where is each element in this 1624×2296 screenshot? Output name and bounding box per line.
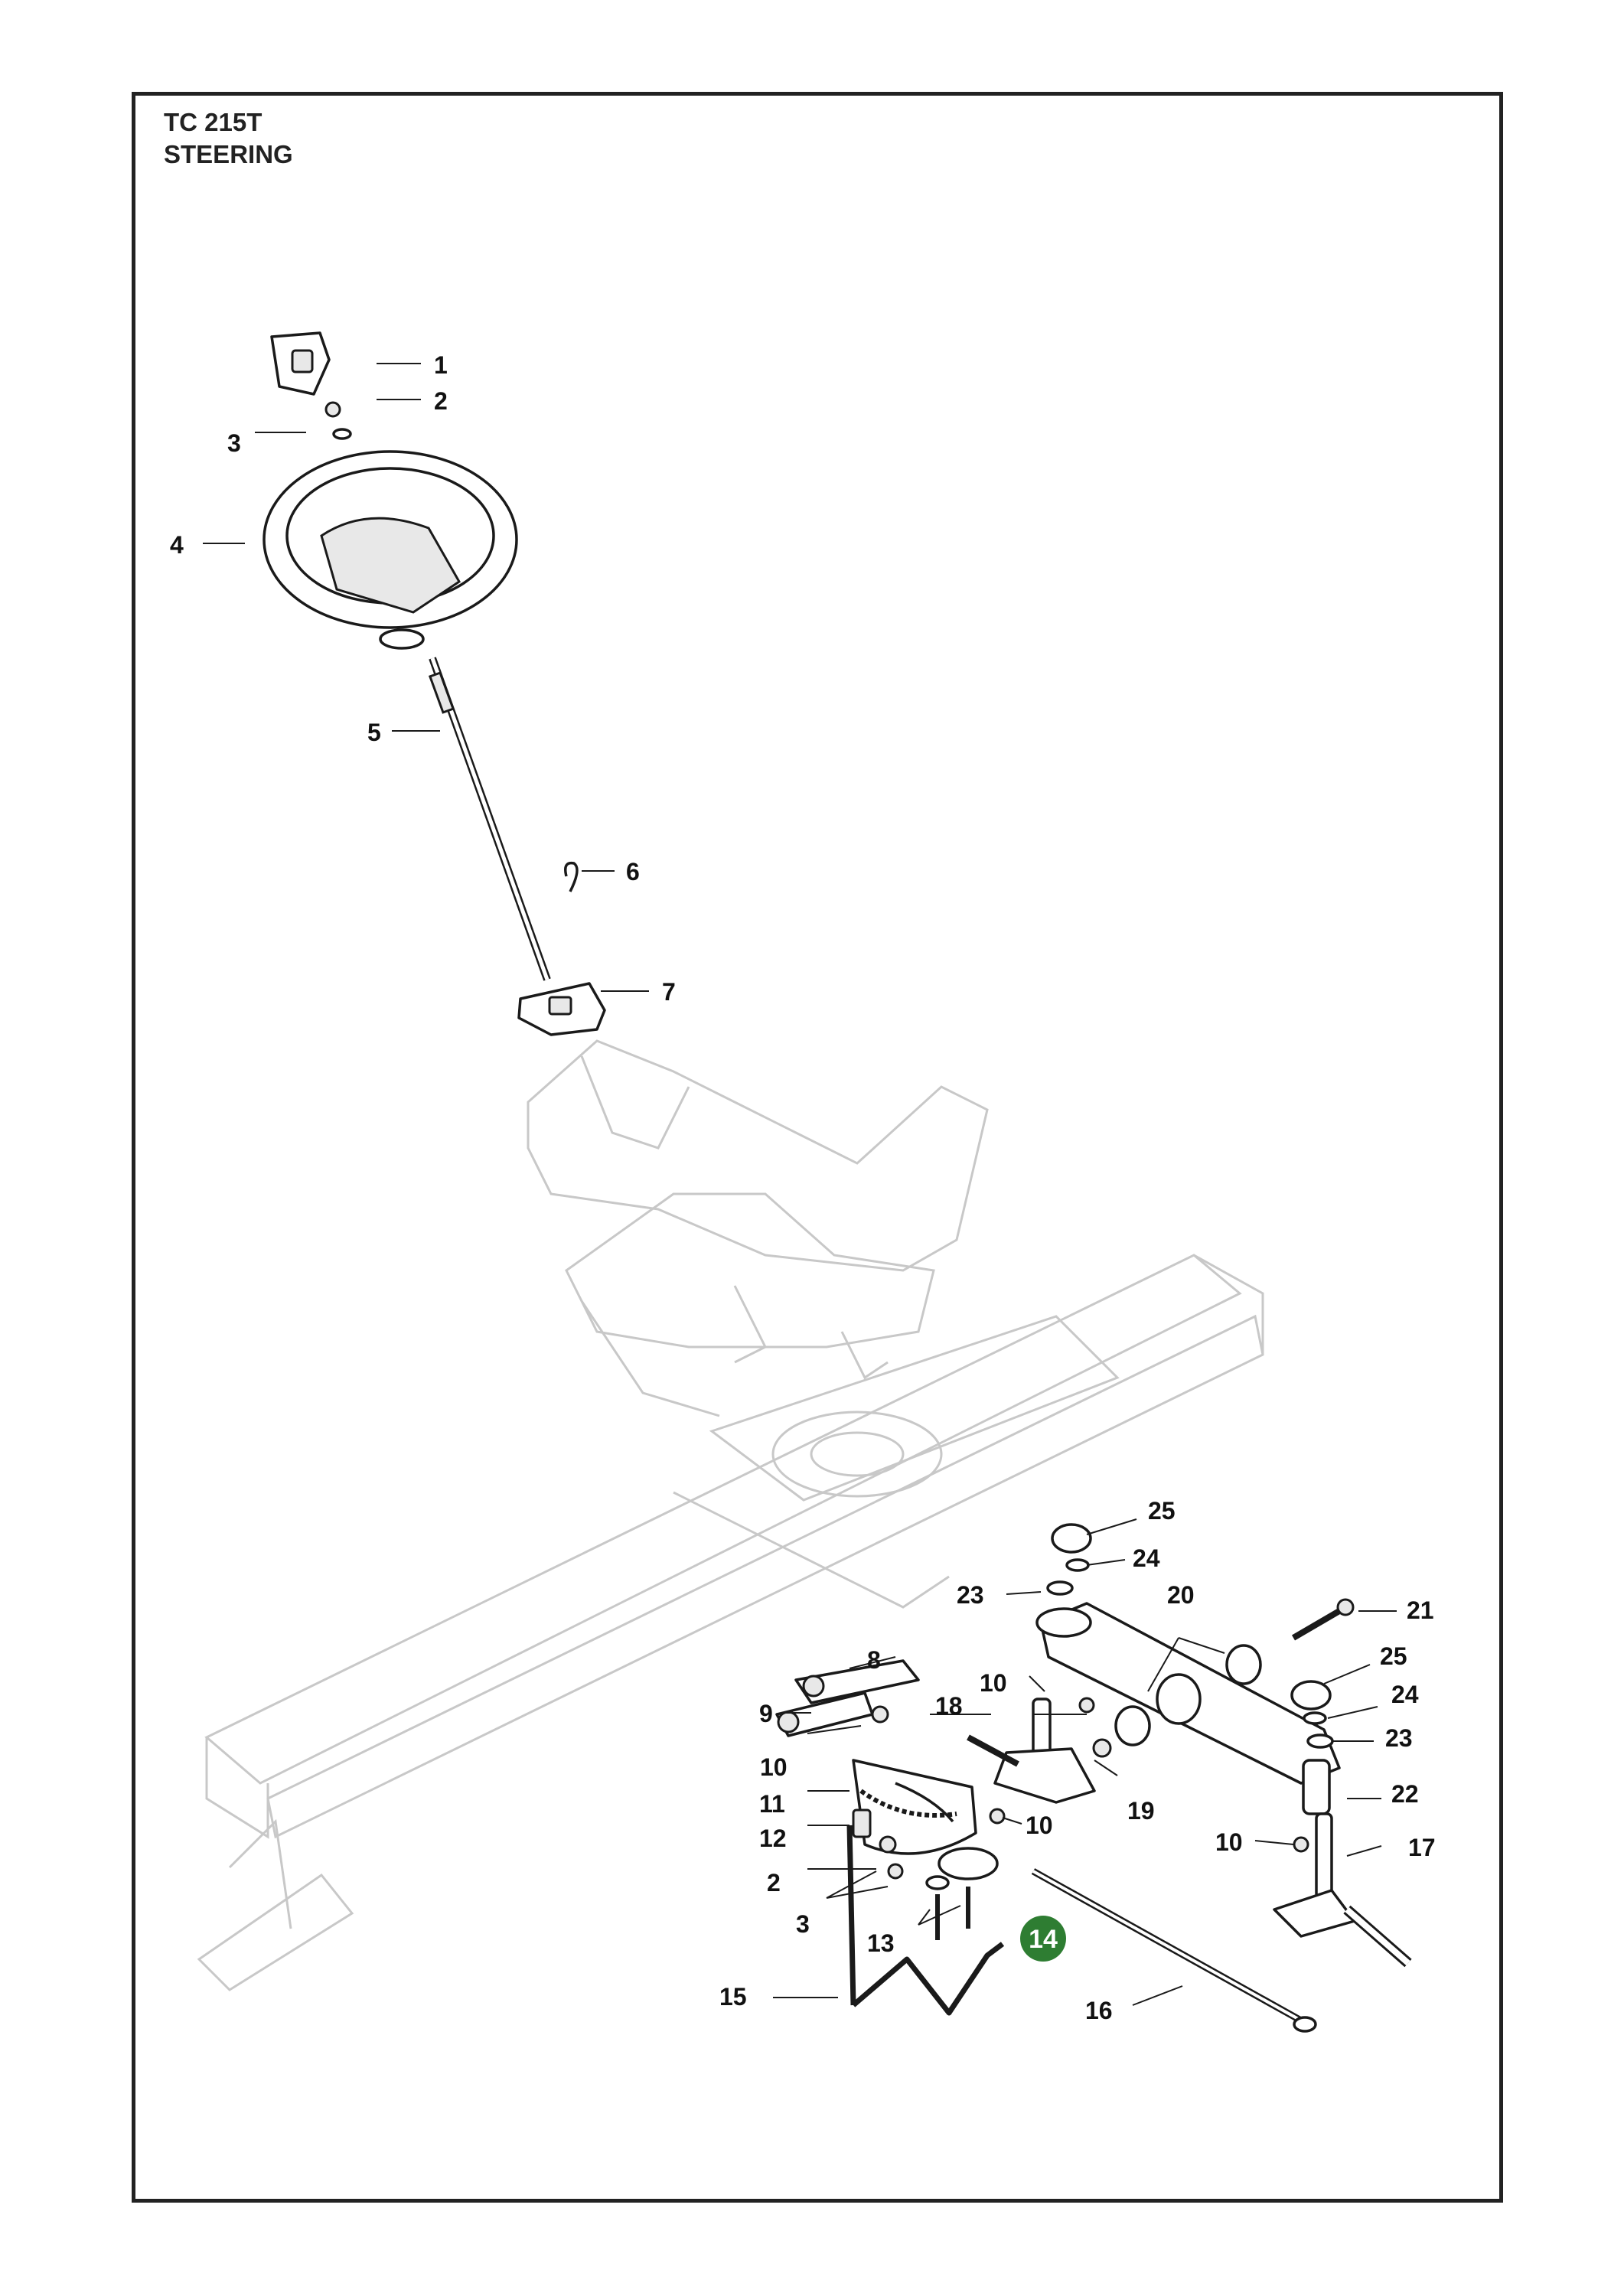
- callout-14-highlight: 14: [1020, 1916, 1066, 1962]
- washer-part: [925, 1875, 950, 1890]
- axle-bushing-part: [1114, 1644, 1262, 1746]
- ghost-tractor-frame: [197, 1039, 1264, 1991]
- axle-cap-part: [1051, 1523, 1332, 1711]
- front-axle-part: [1035, 1602, 1341, 1815]
- plate-part: [938, 1847, 999, 1880]
- callout-18: 18: [935, 1692, 963, 1720]
- steering-cap-part: [270, 331, 331, 396]
- callout-14: 14: [1029, 1925, 1058, 1954]
- callout-13: 13: [867, 1929, 895, 1957]
- nut-part: [324, 401, 341, 418]
- steering-arm-part: [775, 1659, 920, 1737]
- nut-part: [887, 1863, 904, 1880]
- callout-5: 5: [367, 719, 381, 746]
- callout-25: 25: [1380, 1642, 1407, 1670]
- callout-21: 21: [1407, 1596, 1434, 1624]
- nut-part: [1078, 1697, 1095, 1714]
- washer-part: [332, 428, 352, 440]
- axle-washer-part: [1046, 1580, 1334, 1749]
- callout-22: 22: [1391, 1780, 1419, 1808]
- callout-23: 23: [957, 1581, 984, 1609]
- spindle-bracket-part: [967, 1698, 1096, 1804]
- section-title: STEERING: [164, 140, 293, 168]
- callout-20: 20: [1167, 1581, 1195, 1609]
- callout-12: 12: [759, 1825, 787, 1852]
- nut-part: [879, 1835, 897, 1854]
- nut-part: [989, 1808, 1006, 1825]
- nut-part: [1293, 1836, 1309, 1853]
- callout-25: 25: [1148, 1497, 1176, 1525]
- callout-3: 3: [227, 429, 241, 457]
- callout-9: 9: [759, 1700, 773, 1727]
- tie-rod-part: [1031, 1868, 1317, 2033]
- callout-24: 24: [1133, 1544, 1160, 1572]
- pivot-bolt-part: [1291, 1598, 1355, 1641]
- callout-19: 19: [1127, 1797, 1155, 1825]
- callout-15: 15: [719, 1983, 747, 2011]
- steering-shaft-part: [428, 657, 551, 981]
- callout-10: 10: [980, 1669, 1007, 1697]
- leader-lines: [203, 363, 1397, 2006]
- callout-4: 4: [170, 531, 184, 559]
- callout-11: 11: [759, 1790, 785, 1818]
- pinion-gear-part: [852, 1808, 872, 1838]
- callout-2: 2: [434, 387, 448, 415]
- sector-gear-part: [852, 1759, 977, 1855]
- steering-bracket-part: [517, 982, 606, 1036]
- callout-1: 1: [434, 351, 448, 379]
- callout-17: 17: [1408, 1834, 1436, 1861]
- callout-10: 10: [760, 1753, 788, 1781]
- retaining-ring-part: [1065, 1558, 1327, 1725]
- diagram-frame: [132, 92, 1503, 2203]
- callout-10: 10: [1026, 1812, 1053, 1839]
- hair-pin-clip-part: [564, 861, 579, 892]
- callout-3: 3: [796, 1910, 810, 1938]
- callout-24: 24: [1391, 1681, 1419, 1708]
- callout-16: 16: [1085, 1997, 1113, 2024]
- steering-wheel-part: [263, 450, 518, 650]
- callout-7: 7: [662, 978, 676, 1006]
- callout-8: 8: [867, 1646, 881, 1674]
- callout-10: 10: [1215, 1828, 1243, 1856]
- bolts-part: [935, 1887, 970, 1940]
- callout-2: 2: [767, 1869, 781, 1896]
- model-title: TC 215T: [164, 108, 263, 136]
- front-spindle-part: [1273, 1812, 1412, 1968]
- nut-part: [871, 1705, 889, 1724]
- highlight-badge: [1020, 1916, 1066, 1962]
- drag-link-part: [846, 1825, 1005, 2016]
- callout-labels: 1 2 3 4 5 6 7 8 9 10 10 10 10 11 12 2 3 …: [170, 351, 1436, 2024]
- axle-nut-part: [1092, 1738, 1112, 1758]
- callout-6: 6: [626, 858, 640, 885]
- callout-23: 23: [1385, 1724, 1413, 1752]
